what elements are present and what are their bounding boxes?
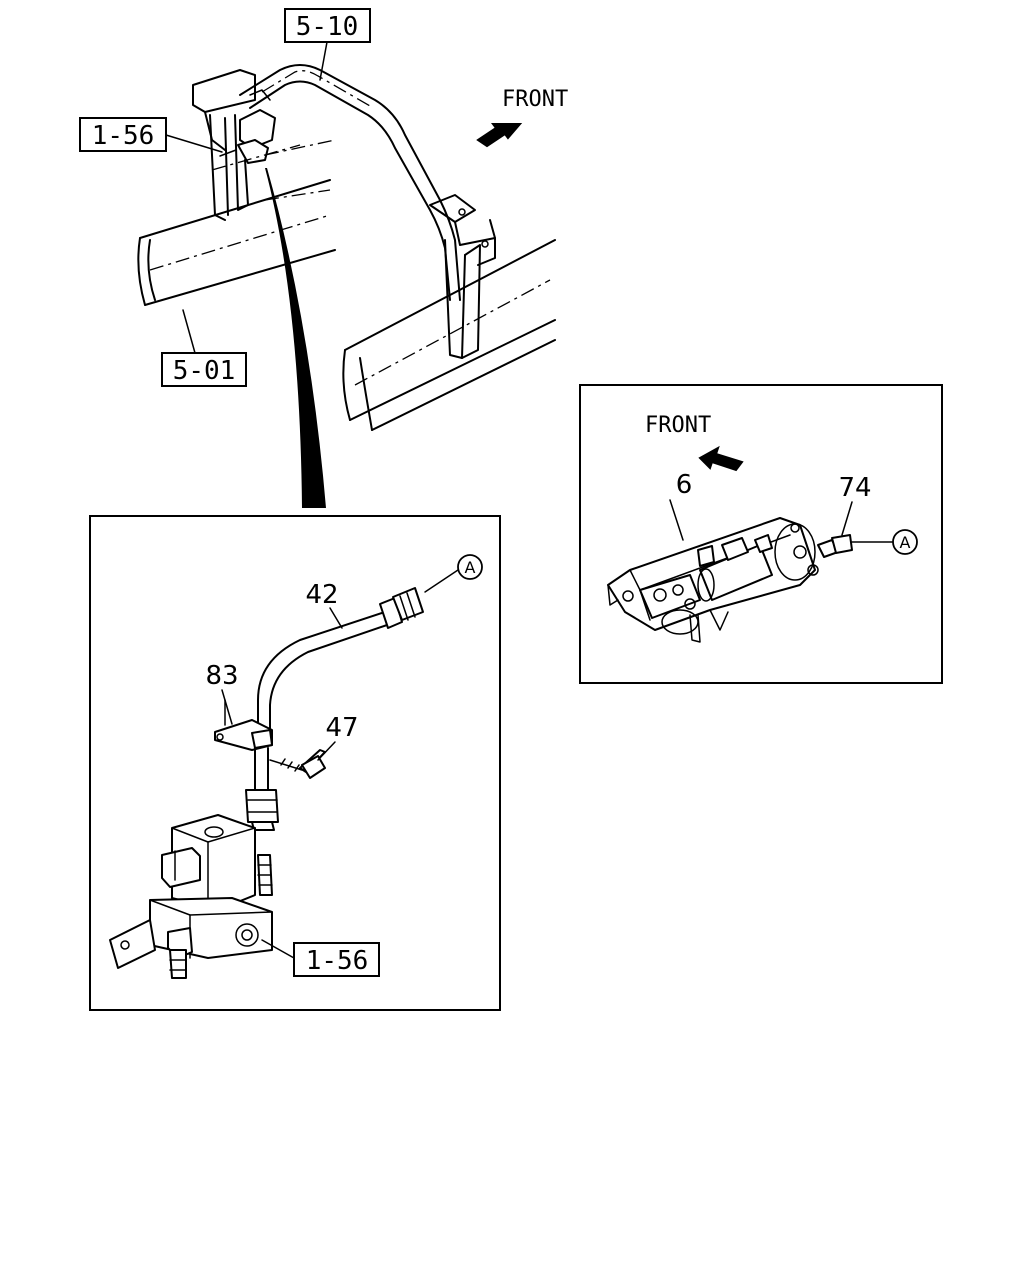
- connector-a-right-text: A: [900, 533, 911, 552]
- part-83-label: 83: [205, 661, 238, 691]
- front-label-top: FRONT: [502, 87, 568, 112]
- ref-label-1-56-bottom: 1-56: [261, 939, 380, 977]
- part-74-leader: [841, 501, 853, 536]
- part-47-leader: [317, 741, 336, 761]
- part-6-leader: [669, 499, 684, 541]
- pipe-assembly-detail: [109, 587, 424, 979]
- part-6-label: 6: [676, 470, 693, 500]
- ref-label-1-56-top: 1-56: [79, 117, 223, 153]
- connector-a-right: A: [892, 529, 918, 555]
- part-83-leader: [221, 689, 233, 725]
- part-47-label: 47: [325, 713, 358, 743]
- front-arrow-inset-icon: [698, 445, 744, 472]
- front-arrow-inset: FRONT: [645, 413, 744, 472]
- ref-5-01-text: 5-01: [173, 356, 236, 386]
- ref-5-10-text: 5-10: [296, 12, 359, 42]
- ref-1-56-bottom-text: 1-56: [306, 946, 369, 976]
- clutch-booster-unit: [607, 517, 819, 643]
- part-42-label: 42: [305, 580, 338, 610]
- part-74-label: 74: [838, 473, 871, 503]
- ref-label-5-10: 5-10: [284, 8, 371, 81]
- ref-label-5-01: 5-01: [161, 309, 247, 387]
- front-arrow-top: FRONT: [476, 87, 568, 148]
- part-42-leader: [329, 607, 343, 629]
- detail-box-left: [89, 515, 501, 1011]
- callout-wedge: [265, 168, 326, 508]
- frame-assembly: [137, 64, 556, 431]
- inset-box-right: [579, 384, 943, 684]
- ref-1-56-top-text: 1-56: [92, 121, 155, 151]
- front-arrow-top-icon: [476, 123, 523, 148]
- connector-a-left: A: [424, 554, 483, 593]
- front-label-inset: FRONT: [645, 413, 711, 438]
- connector-a-left-text: A: [465, 558, 476, 577]
- fitting-74: [817, 534, 894, 558]
